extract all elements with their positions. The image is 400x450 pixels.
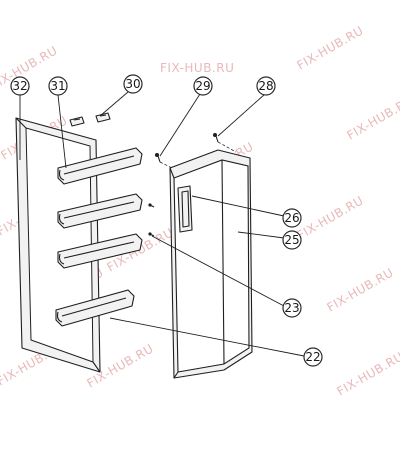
- assembly-guide-line: [159, 161, 173, 169]
- hinge-pin-29: [155, 153, 161, 163]
- callout-label: 23: [284, 301, 299, 315]
- callout-29: 29: [193, 76, 213, 96]
- callout-28: 28: [256, 76, 276, 96]
- watermark: FIX-HUB.RU: [295, 23, 366, 72]
- callout-label: 22: [305, 350, 320, 364]
- callout-label: 28: [258, 79, 273, 93]
- assembly-guide-line: [217, 141, 237, 153]
- door-shelf-4-large: [55, 289, 135, 327]
- watermark: FIX-HUB.RU: [335, 349, 400, 398]
- callout-25: 25: [282, 230, 302, 250]
- watermark: FIX-HUB.RU: [345, 93, 400, 142]
- leader-lines: [19, 91, 305, 357]
- callout-label: 25: [284, 233, 299, 247]
- hinge-pin-28: [213, 133, 219, 143]
- door-shelf-1: [57, 147, 143, 185]
- shelf-clip-left: [69, 116, 85, 127]
- screw: [148, 203, 155, 208]
- callout-22: 22: [303, 347, 323, 367]
- callout-31: 31: [48, 76, 68, 96]
- callout-label: 30: [125, 77, 140, 91]
- screw: [148, 232, 155, 237]
- shelf-clip-right: [95, 112, 111, 123]
- callout-23: 23: [282, 298, 302, 318]
- door-shelf-2: [57, 193, 143, 229]
- callout-label: 31: [50, 79, 65, 93]
- callout-label: 26: [284, 211, 299, 225]
- callout-32: 32: [10, 76, 30, 96]
- callout-label: 29: [195, 79, 210, 93]
- callout-26: 26: [282, 208, 302, 228]
- callout-30: 30: [123, 74, 143, 94]
- door-handle: [177, 185, 193, 233]
- callout-label: 32: [12, 79, 27, 93]
- watermark: FIX-HUB.RU: [325, 265, 396, 314]
- watermark: FIX-HUB.RU: [160, 61, 234, 75]
- door-shelf-3: [57, 233, 143, 269]
- watermark: FIX-HUB.RU: [295, 193, 366, 242]
